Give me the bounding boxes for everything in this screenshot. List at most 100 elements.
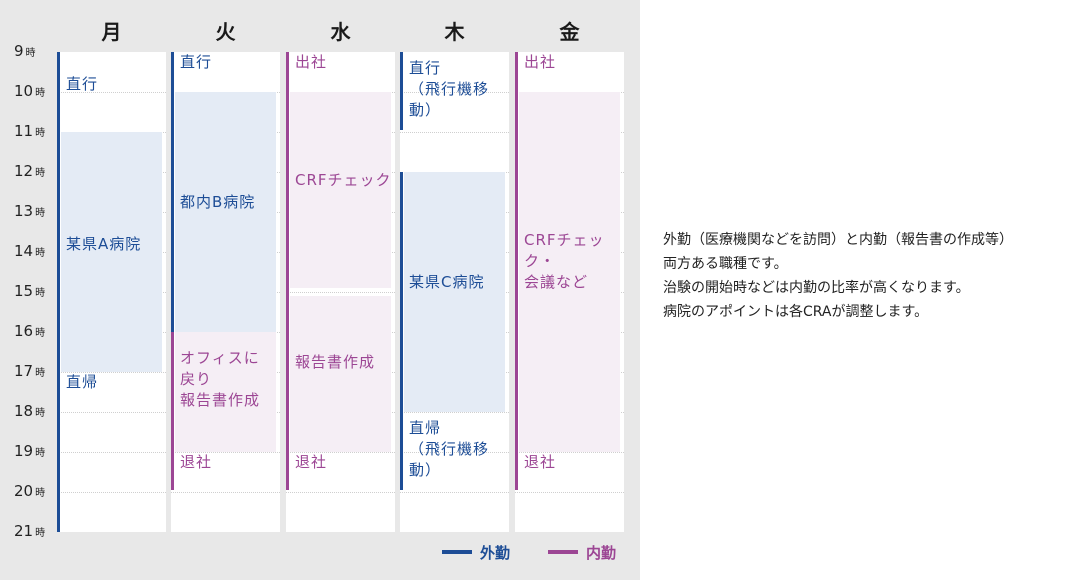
hour-number: 19 [14, 442, 34, 460]
hour-number: 11 [14, 122, 34, 140]
hour-number: 14 [14, 242, 34, 260]
hour-number: 21 [14, 522, 34, 540]
activity-label: 直行 （飛行機移動） [409, 59, 490, 119]
duty-bar-inside [515, 52, 518, 490]
activity-label: 直行 [180, 53, 213, 71]
duty-bar-inside [286, 52, 289, 490]
activity-block-outside [404, 172, 505, 412]
activity-label: 出社 [524, 53, 557, 71]
activity-block-inside [290, 92, 391, 288]
hour-gridline [57, 492, 166, 493]
hour-number: 18 [14, 402, 34, 420]
description-line-1: 外勤（医療機関などを訪問）と内勤（報告書の作成等） [663, 232, 1013, 248]
hour-gridline [57, 92, 166, 93]
legend-swatch [548, 550, 578, 554]
day-header-1: 火 [215, 20, 236, 44]
activity-label: 報告書作成 [295, 353, 376, 371]
hour-gridline [57, 412, 166, 413]
day-header-3: 木 [444, 20, 465, 44]
duty-bar-inside [171, 332, 174, 490]
hour-suffix: 時 [25, 48, 36, 59]
hour-number: 10 [14, 82, 34, 100]
description-line-4: 病院のアポイントは各CRAが調整します。 [663, 304, 929, 320]
hour-gridline [171, 452, 280, 453]
hour-suffix: 時 [35, 288, 46, 299]
day-column-0: 直行某県A病院直帰 [57, 52, 166, 532]
activity-label: 直帰 （飛行機移動） [409, 419, 490, 479]
legend-label: 外勤 [480, 543, 511, 562]
activity-label: CRFチェック・ 会議など [524, 231, 605, 291]
hour-suffix: 時 [35, 488, 46, 499]
hour-number: 9 [14, 42, 24, 60]
duty-bar-outside [171, 52, 174, 332]
hour-gridline [400, 132, 509, 133]
hour-number: 20 [14, 482, 34, 500]
day-column-2: 出社 CRFチェック報告書作成退社 [286, 52, 395, 532]
activity-block-inside [175, 332, 276, 452]
day-header-0: 月 [101, 20, 122, 44]
hour-gridline [286, 292, 395, 293]
activity-label: CRFチェック [295, 171, 392, 189]
hour-suffix: 時 [35, 528, 46, 539]
hour-gridline [57, 452, 166, 453]
description-line-2: 両方ある職種です。 [663, 256, 788, 272]
activity-block-outside [175, 92, 276, 332]
hour-gridline [171, 492, 280, 493]
hour-suffix: 時 [35, 88, 46, 99]
hour-number: 12 [14, 162, 34, 180]
activity-label: 退社 [295, 453, 328, 471]
description-text: 外勤（医療機関などを訪問）と内勤（報告書の作成等） 両方ある職種です。 治験の開… [663, 228, 1083, 324]
legend-item-1: 内勤 [548, 542, 616, 562]
legend-swatch [442, 550, 472, 554]
hour-suffix: 時 [35, 128, 46, 139]
hour-suffix: 時 [35, 408, 46, 419]
duty-bar-outside [400, 172, 403, 490]
activity-label: 都内B病院 [180, 193, 256, 211]
activity-label: オフィスに 戻り 報告書作成 [180, 349, 261, 409]
activity-label: 退社 [180, 453, 213, 471]
hour-gridline [400, 492, 509, 493]
activity-label: 直行 [66, 75, 99, 93]
day-header-2: 水 [330, 20, 351, 44]
hour-suffix: 時 [35, 368, 46, 379]
activity-block-inside [290, 296, 391, 452]
hour-gridline [57, 372, 166, 373]
hour-gridline [286, 452, 395, 453]
hour-suffix: 時 [35, 168, 46, 179]
hour-gridline [515, 492, 624, 493]
activity-label: 出社 [295, 53, 328, 71]
hour-suffix: 時 [35, 208, 46, 219]
day-column-4: 出社 CRFチェック・ 会議など退社 [515, 52, 624, 532]
hour-gridline [286, 492, 395, 493]
duty-bar-outside [57, 52, 60, 532]
activity-label: 直帰 [66, 373, 99, 391]
hour-gridline [515, 452, 624, 453]
hour-gridline [400, 92, 509, 93]
day-column-3: 直行 （飛行機移動） 某県C病院直帰 （飛行機移動） [400, 52, 509, 532]
hour-suffix: 時 [35, 328, 46, 339]
activity-label: 退社 [524, 453, 557, 471]
duty-bar-outside [400, 52, 403, 130]
activity-block-outside [61, 132, 162, 372]
hour-number: 16 [14, 322, 34, 340]
hour-gridline [400, 452, 509, 453]
activity-block-inside [519, 92, 620, 452]
legend-item-0: 外勤 [442, 542, 510, 562]
hour-suffix: 時 [35, 448, 46, 459]
activity-label: 某県C病院 [409, 273, 485, 291]
hour-suffix: 時 [35, 248, 46, 259]
